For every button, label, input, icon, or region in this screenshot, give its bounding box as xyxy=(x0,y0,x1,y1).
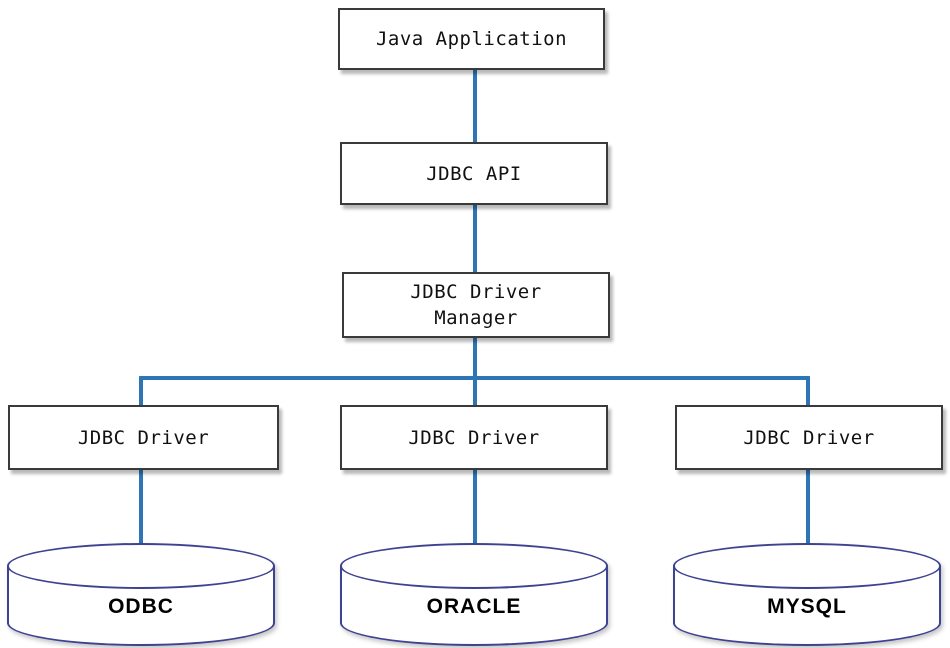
node-jdbc-driver-manager-label-line1: JDBC Driver xyxy=(410,281,542,303)
db-oracle-cylinder: ORACLE xyxy=(340,543,608,646)
node-jdbc-driver-center: JDBC Driver xyxy=(340,405,608,470)
node-java-application-label: Java Application xyxy=(375,28,568,50)
connector-manager-to-center xyxy=(473,336,477,407)
connector-horizontal-bus xyxy=(139,376,810,380)
node-jdbc-driver-right-label: JDBC Driver xyxy=(743,426,875,449)
db-oracle-cylinder-top xyxy=(340,543,608,589)
db-mysql-label: MYSQL xyxy=(767,595,847,618)
connector-bus-to-driver-right xyxy=(806,376,810,407)
connector-driver-center-to-oracle xyxy=(473,468,477,553)
connector-driver-right-to-mysql xyxy=(806,468,810,553)
db-mysql-cylinder: MYSQL xyxy=(673,543,941,646)
node-jdbc-api: JDBC API xyxy=(340,142,608,205)
node-jdbc-driver-left-label: JDBC Driver xyxy=(77,426,210,449)
node-jdbc-driver-manager: JDBC Driver Manager xyxy=(342,272,610,338)
db-odbc-cylinder-top xyxy=(7,543,275,589)
node-java-application: Java Application xyxy=(338,8,605,70)
connector-driver-left-to-odbc xyxy=(139,468,143,553)
connector-java-to-api xyxy=(473,68,477,144)
db-odbc-cylinder: ODBC xyxy=(7,543,275,646)
connector-api-to-manager xyxy=(473,203,477,274)
node-jdbc-driver-center-label: JDBC Driver xyxy=(408,426,540,449)
node-jdbc-driver-manager-label-line2: Manager xyxy=(434,307,518,329)
connector-bus-to-driver-left xyxy=(139,376,143,407)
db-mysql-cylinder-top xyxy=(673,543,941,589)
db-oracle-label: ORACLE xyxy=(426,595,522,618)
node-jdbc-driver-right: JDBC Driver xyxy=(675,405,943,470)
node-jdbc-driver-left: JDBC Driver xyxy=(8,405,279,470)
node-jdbc-api-label: JDBC API xyxy=(426,162,522,185)
db-odbc-label: ODBC xyxy=(108,595,174,618)
